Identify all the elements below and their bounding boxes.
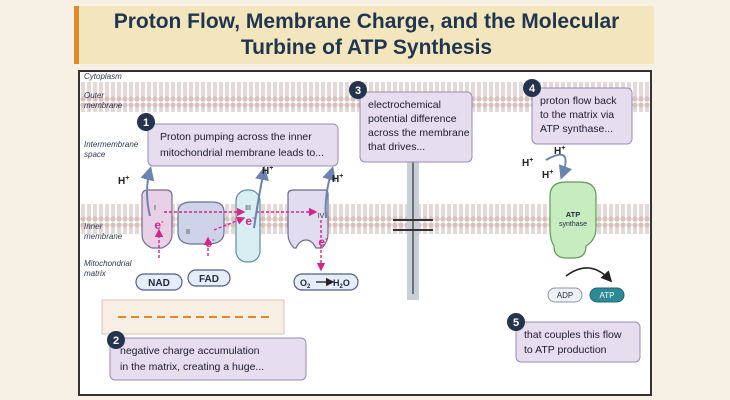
electron-label-iv: e- [318,234,328,249]
title-bar [74,6,654,64]
adp-label: ADP [557,291,573,300]
fad-pill [187,269,231,287]
step-4-line-3: ATP synthase... [540,123,613,135]
step-2-badge [107,331,125,349]
mitochondrion-diagram: Cytoplasm Outer membrane Intermembrane s… [80,72,650,381]
step-2-line-1: negative charge accumulation [120,345,260,357]
callout-step-3: electrochemical potential difference acr… [349,81,473,163]
atp-label: ATP [600,291,615,300]
complex-i [141,189,173,249]
electron-label-i: e- [154,217,164,232]
outer-membrane-label-2: membrane [84,101,123,110]
proton-iv: H+ [332,173,343,185]
atp-synthase-label-2: synthase [559,221,587,228]
page-title: Proton Flow, Membrane Charge, and the Mo… [113,10,620,59]
proton-synthase-1: H+ [554,145,565,157]
step-3-badge [349,81,367,99]
step-5-badge [507,313,525,331]
proton-synthase-3: H+ [542,169,553,181]
step-3-line-1: electrochemical [368,99,441,111]
step-3-line-2: potential difference [368,113,457,125]
complex-iv-label: IV [318,213,325,220]
step-4-badge [523,79,541,97]
o2-label: O2 [300,278,311,290]
step-4-number: 4 [529,83,536,95]
electron-transport-path [154,207,326,272]
callout-step-4: proton flow back to the matrix via ATP s… [523,79,633,145]
title-accent-stripe [74,6,79,64]
h2o-label: H2O [333,278,350,290]
adp-to-atp-arrow [565,267,613,283]
callout-step-2: negative charge accumulation in the matr… [107,331,307,381]
proton-arrow-iv [322,166,336,219]
step-1-line-1: Proton pumping across the inner [160,131,312,143]
step-1-number: 1 [143,117,149,129]
step-3-line-4: that drives... [368,141,425,153]
electron-label-ii: e- [205,235,215,250]
fad-label: FAD [199,274,219,285]
adp-pill [547,287,583,303]
proton-i: H+ [118,175,129,187]
matrix-label-2: matrix [84,269,107,278]
step-5-line-2: to ATP production [524,344,607,356]
intermembrane-label-1: Intermembrane [84,140,139,149]
step-1-line-2: mitochondrial membrane leads to... [160,147,324,159]
step-3-number: 3 [355,85,361,97]
cytoplasm-label: Cytoplasm [84,72,122,81]
nad-label: NAD [148,278,170,289]
atp-synthase-label-1: ATP [566,210,580,219]
complex-i-label: I [154,205,156,212]
step-5-line-1: that couples this flow [524,329,622,341]
step-1-badge [137,113,155,131]
charge-accumulation-box [101,299,285,335]
inner-membrane-label-2: membrane [84,232,123,241]
atp-pill [589,287,625,303]
step-2-number: 2 [113,335,119,347]
proton-arrow-iii [253,166,269,229]
complex-iv [287,189,329,249]
outer-membrane-label-1: Outer [84,91,104,100]
complex-iii-label: III [245,205,251,212]
step-3-line-3: across the membrane [368,127,470,139]
nad-pill [135,273,183,291]
intermembrane-label-2: space [84,150,106,159]
proton-inflow-arrow [545,153,573,180]
proton-arrow-i [140,166,155,217]
proton-synthase-2: H+ [522,157,533,169]
step-4-line-2: to the matrix via [540,109,614,121]
step-4-line-1: proton flow back [540,95,617,107]
callout-step-1: Proton pumping across the inner mitochon… [137,113,339,167]
callout-step-5: that couples this flow to ATP production… [507,313,641,363]
electron-label-iii: e- [245,213,255,228]
diagram-panel: Cytoplasm Outer membrane Intermembrane s… [78,70,652,396]
complex-ii [177,201,225,245]
inner-membrane-label-1: Inner [84,222,103,231]
step-5-number: 5 [513,317,519,329]
step-2-line-2: in the matrix, creating a huge... [120,361,264,373]
proton-iii: H+ [262,165,273,177]
matrix-label-1: Mitochondrial [84,259,132,268]
complex-ii-label: II [186,229,190,236]
atp-synthase [549,181,597,259]
